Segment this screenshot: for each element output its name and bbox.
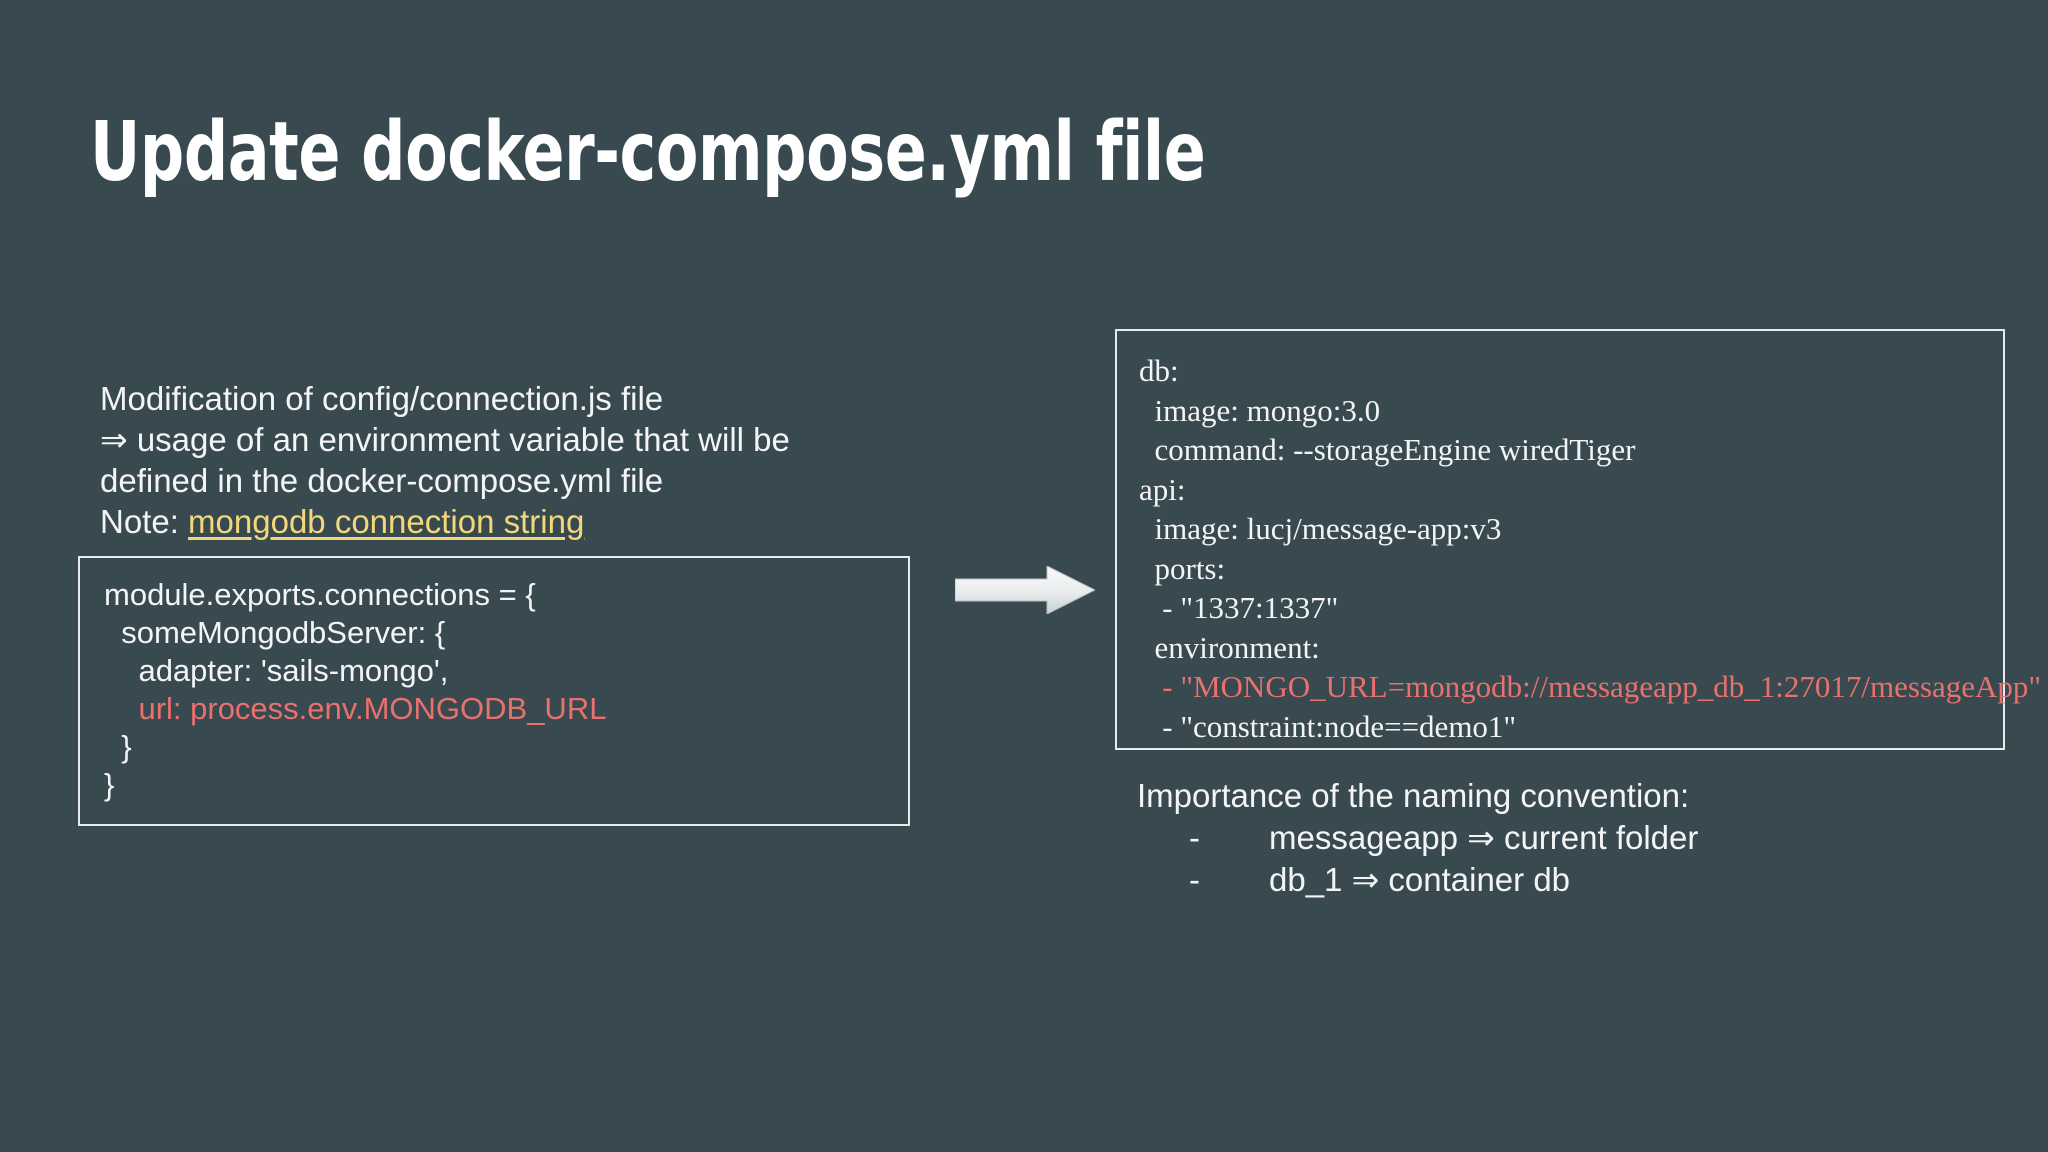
yaml-line: image: mongo:3.0 xyxy=(1139,392,1381,428)
left-text-block: Modification of config/connection.js fil… xyxy=(100,378,920,542)
intro-line-1: Modification of config/connection.js fil… xyxy=(100,380,664,417)
naming-convention-block: Importance of the naming convention: - me… xyxy=(1137,775,2017,901)
yaml-line-highlighted: - "MONGO_URL=mongodb://messageapp_db_1:2… xyxy=(1139,669,2042,704)
code-line-highlighted: url: process.env.MONGODB_URL xyxy=(104,691,607,726)
yaml-line: ports: xyxy=(1139,550,1226,586)
connection-js-code-box: module.exports.connections = { someMongo… xyxy=(78,556,910,826)
mongodb-connection-string-link[interactable]: mongodb connection string xyxy=(188,503,585,540)
naming-convention-item: - db_1 ⇒ container db xyxy=(1137,859,2017,901)
yaml-line: api: xyxy=(1139,471,1186,507)
page-title: Update docker-compose.yml file xyxy=(90,105,1206,200)
docker-compose-yaml-box: db: image: mongo:3.0 command: --storageE… xyxy=(1115,329,2042,750)
naming-convention-item-text: messageapp ⇒ current folder xyxy=(1269,819,1699,856)
intro-line-3: defined in the docker-compose.yml file xyxy=(100,462,664,499)
intro-line-2: ⇒ usage of an environment variable that … xyxy=(100,421,790,458)
yaml-line: - "1337:1337" xyxy=(1139,590,1339,625)
code-line: } xyxy=(104,729,132,764)
yaml-line: command: --storageEngine wiredTiger xyxy=(1139,432,1636,467)
naming-convention-title: Importance of the naming convention: xyxy=(1137,777,1690,814)
yaml-line: environment: xyxy=(1139,629,1320,665)
right-arrow-icon xyxy=(954,565,1097,615)
code-line: someMongodbServer: { xyxy=(104,615,446,650)
yaml-line: image: lucj/message-app:v3 xyxy=(1139,511,1502,546)
bullet-dash: - xyxy=(1189,819,1200,856)
bullet-dash: - xyxy=(1189,861,1200,898)
note-label: Note: xyxy=(100,503,179,540)
code-line: module.exports.connections = { xyxy=(104,577,536,612)
note-line: Note: mongodb connection string xyxy=(100,501,920,542)
yaml-line: db: xyxy=(1139,353,1179,388)
yaml-line: - "constraint:node==demo1" xyxy=(1139,708,1517,744)
code-line: } xyxy=(104,767,115,802)
code-line: adapter: 'sails-mongo', xyxy=(104,653,449,688)
naming-convention-item: - messageapp ⇒ current folder xyxy=(1137,817,2017,859)
naming-convention-item-text: db_1 ⇒ container db xyxy=(1269,861,1571,898)
